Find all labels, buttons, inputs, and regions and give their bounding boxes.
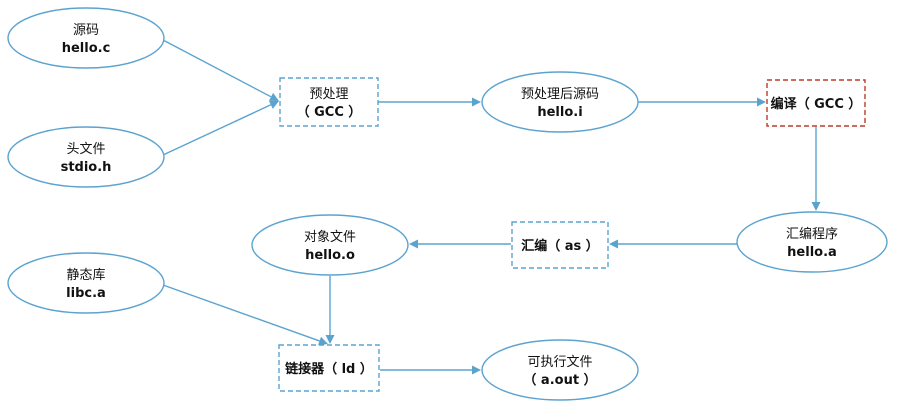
edge-asm-to-as bbox=[609, 239, 737, 249]
node-label-secondary: hello.i bbox=[537, 105, 582, 120]
node-ellipse bbox=[7, 126, 165, 188]
edge-line bbox=[162, 39, 272, 98]
node-label-secondary: （ a.out ） bbox=[523, 372, 596, 388]
arrowhead-icon bbox=[472, 365, 481, 375]
edge-obj-to-ld bbox=[325, 276, 335, 344]
node-ellipse bbox=[736, 211, 888, 273]
node-label-primary: 预处理 bbox=[309, 87, 348, 102]
node-exe: 可执行文件 （ a.out ） bbox=[481, 339, 639, 401]
node-ellipse bbox=[7, 7, 165, 69]
node-as: 汇编（ as ） bbox=[511, 221, 609, 269]
node-ellipse bbox=[481, 339, 639, 401]
node-label-primary: 对象文件 bbox=[304, 230, 356, 245]
node-obj: 对象文件 hello.o bbox=[251, 214, 409, 276]
node-label-primary: 汇编程序 bbox=[786, 227, 838, 242]
node-presrc: 预处理后源码 hello.i bbox=[481, 71, 639, 133]
edge-line bbox=[162, 284, 320, 342]
process-box bbox=[511, 221, 609, 269]
edge-line bbox=[162, 104, 272, 156]
node-pre: 预处理 （ GCC ） bbox=[279, 77, 379, 127]
node-compile: 编译（ GCC ） bbox=[766, 79, 866, 127]
node-label-primary: 静态库 bbox=[66, 267, 105, 283]
node-ellipse bbox=[7, 252, 165, 314]
edge-presrc-to-compile bbox=[638, 97, 766, 107]
arrowhead-icon bbox=[472, 97, 481, 107]
arrowhead-icon bbox=[757, 97, 766, 107]
node-label: 编译（ GCC ） bbox=[771, 96, 862, 112]
node-asm: 汇编程序 hello.a bbox=[736, 211, 888, 273]
node-label-primary: 头文件 bbox=[66, 142, 105, 157]
node-ld: 链接器（ ld ） bbox=[278, 344, 380, 392]
process-box bbox=[278, 344, 380, 392]
node-label-secondary: stdio.h bbox=[61, 160, 112, 175]
edge-lib-to-ld bbox=[162, 284, 328, 346]
node-label-secondary: hello.c bbox=[62, 41, 111, 56]
arrowhead-icon bbox=[409, 239, 418, 249]
edge-ld-to-exe bbox=[380, 365, 481, 375]
process-box-highlighted bbox=[766, 79, 866, 127]
arrowhead-icon bbox=[325, 335, 335, 344]
arrowhead-icon bbox=[318, 336, 328, 346]
node-label-primary: 预处理后源码 bbox=[521, 87, 599, 102]
node-src: 源码 hello.c bbox=[7, 7, 165, 69]
node-label: 汇编（ as ） bbox=[521, 238, 599, 254]
node-label-secondary: libc.a bbox=[66, 286, 106, 301]
edge-as-to-obj bbox=[409, 239, 511, 249]
node-label-secondary: （ GCC ） bbox=[297, 104, 362, 120]
node-label: 链接器（ ld ） bbox=[284, 361, 373, 377]
node-ellipse bbox=[481, 71, 639, 133]
arrowhead-icon bbox=[609, 239, 618, 249]
arrowhead-icon bbox=[268, 100, 279, 109]
edge-compile-to-asm bbox=[811, 127, 821, 211]
node-label-secondary: hello.a bbox=[787, 245, 837, 260]
node-label-secondary: hello.o bbox=[305, 248, 355, 263]
arrowhead-icon bbox=[811, 202, 821, 211]
node-header: 头文件 stdio.h bbox=[7, 126, 165, 188]
edge-src-to-pre bbox=[162, 39, 279, 101]
node-label-primary: 源码 bbox=[73, 23, 99, 38]
process-box bbox=[279, 77, 379, 127]
arrowhead-icon bbox=[268, 92, 279, 101]
node-ellipse bbox=[251, 214, 409, 276]
node-lib: 静态库 libc.a bbox=[7, 252, 165, 314]
edge-pre-to-presrc bbox=[378, 97, 481, 107]
edge-header-to-pre bbox=[162, 100, 279, 156]
node-label-primary: 可执行文件 bbox=[527, 355, 592, 370]
